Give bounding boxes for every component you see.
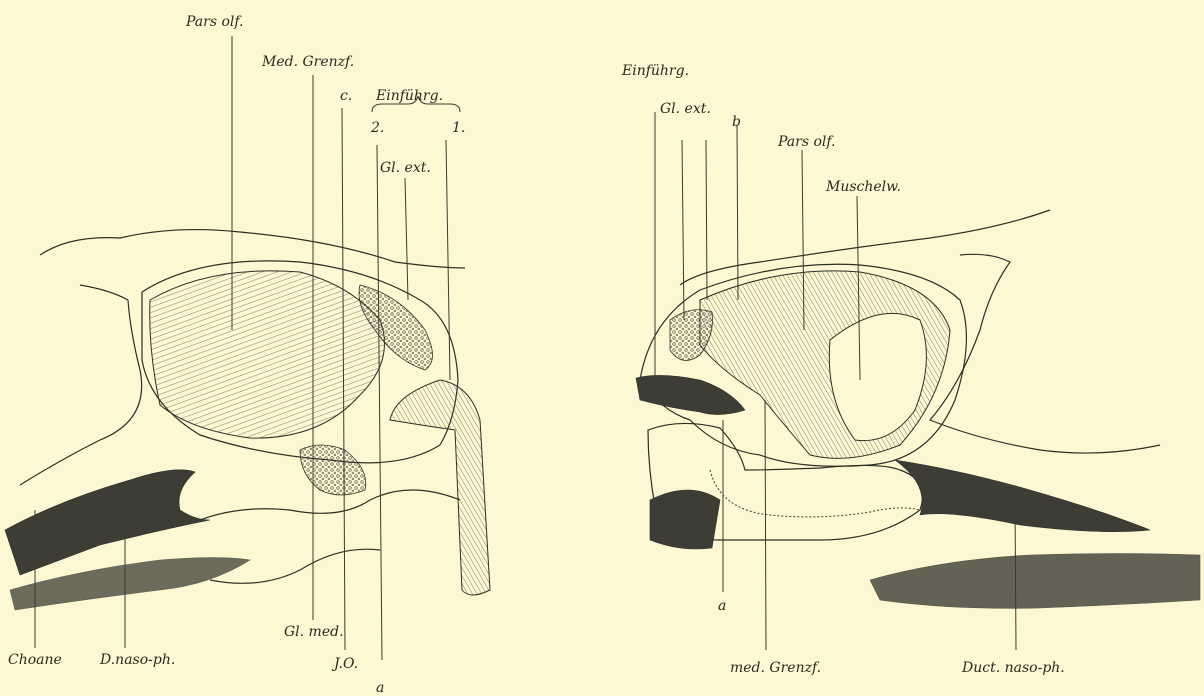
left-einfuhrg-label: Einführg.	[375, 88, 443, 104]
left-gl-ext-label: Gl. ext.	[380, 160, 431, 176]
right-med-grenzf-label: med. Grenzf.	[730, 660, 821, 676]
left-pars-olf-region	[150, 271, 385, 438]
right-pars-olf-label: Pars olf.	[777, 134, 836, 150]
left-pars-olf-label: Pars olf.	[185, 14, 244, 30]
right-muschelw-label: Muschelw.	[825, 179, 901, 195]
left-gl-med-label: Gl. med.	[284, 624, 344, 640]
right-front-strip	[636, 375, 745, 414]
left-lower-contour	[200, 490, 460, 583]
right-gl-ext-label: Gl. ext.	[660, 101, 711, 117]
right-b-label: b	[732, 114, 741, 130]
right-dashed-line	[710, 470, 920, 517]
left-med-grenzf-label: Med. Grenzf.	[261, 54, 354, 70]
left-1-label: 1.	[452, 120, 465, 136]
left-section-figure: Pars olf. Med. Grenzf. c. Einführg. 2. 1…	[5, 14, 490, 696]
right-duct-label: Duct. naso-ph.	[961, 660, 1065, 676]
left-gl-med-region	[300, 445, 366, 495]
right-lower-duct	[650, 490, 720, 549]
right-section-figure: Einführg. Gl. ext. b Pars olf. Muschelw.…	[621, 63, 1200, 676]
left-outer-contour-2	[20, 285, 142, 485]
left-c-label: c.	[340, 88, 352, 104]
right-einfuhrg-label: Einführg.	[621, 63, 689, 79]
right-a-label: a	[718, 598, 726, 614]
right-duct-naso-ph	[895, 460, 1150, 532]
left-a-label: a	[376, 680, 384, 696]
left-jo-label: J.O.	[331, 656, 358, 672]
left-2-label: 2.	[370, 120, 384, 136]
left-einfuhrg-band	[390, 380, 490, 595]
left-outer-contour	[40, 230, 465, 268]
right-bottom-duct	[870, 554, 1200, 609]
left-dnaso-label: D.naso-ph.	[99, 652, 175, 668]
left-choane-label: Choane	[8, 652, 62, 668]
right-outer-contour-2	[930, 254, 1160, 453]
